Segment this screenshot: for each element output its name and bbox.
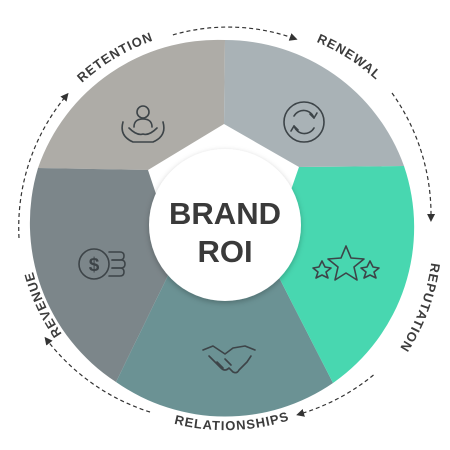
segment-retention (38, 39, 225, 226)
renewal-icon (283, 101, 325, 143)
connector-revenue-to-retention (18, 92, 69, 239)
svg-text:$: $ (89, 255, 100, 276)
connector-reputation-to-relationships (296, 374, 374, 417)
cycle-connectors (18, 26, 436, 417)
segment-renewal (224, 39, 404, 226)
money-icon: $ (78, 248, 126, 280)
care-icon (121, 105, 165, 143)
center-title-line2: ROI (197, 234, 252, 269)
segment-revenue (29, 168, 225, 382)
stars-icon (312, 245, 380, 281)
center-circle (149, 149, 301, 301)
connector-relationships-to-revenue (44, 336, 151, 413)
segment-reputation (225, 166, 415, 383)
handshake-icon (202, 345, 256, 374)
connector-retention-to-renewal (172, 26, 298, 41)
connector-renewal-to-reputation (391, 92, 436, 222)
center-title-line1: BRAND (169, 196, 281, 231)
